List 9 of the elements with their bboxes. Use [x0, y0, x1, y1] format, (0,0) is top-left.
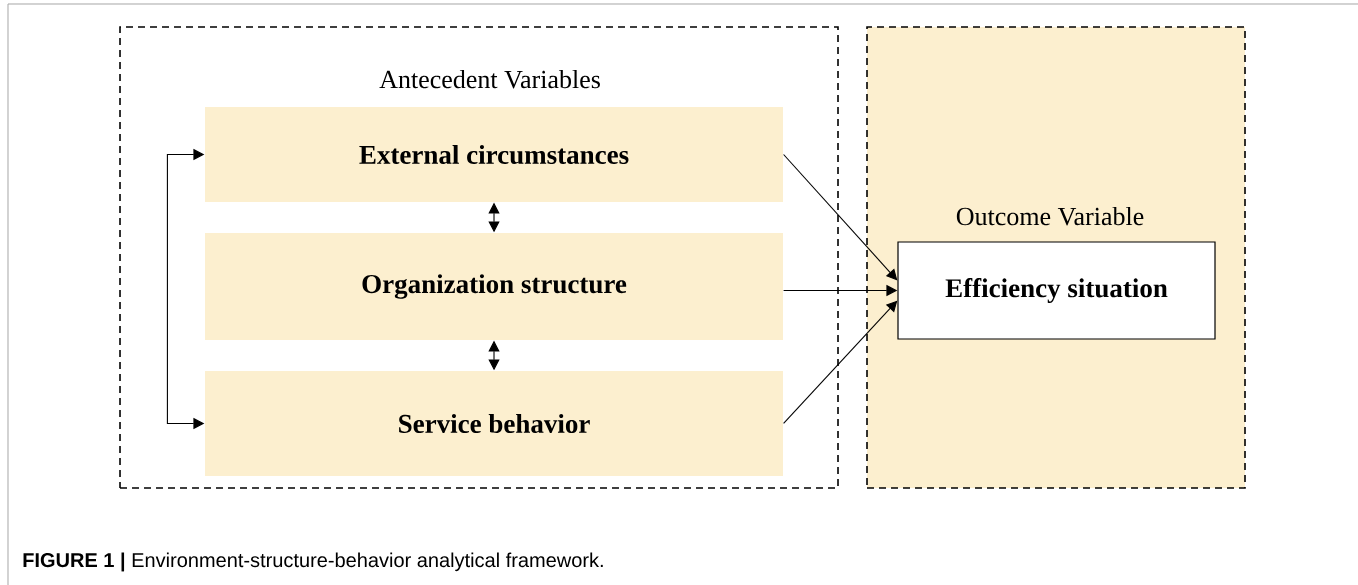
variable-box: External circumstances	[205, 107, 783, 202]
variable-box: Service behavior	[205, 371, 783, 476]
group-heading: Antecedent Variables	[379, 69, 600, 89]
figure-caption: FIGURE 1 | Environment-structure-behavior analytical framework.	[23, 552, 603, 572]
arrow	[783, 153, 898, 281]
group-heading: Outcome Variable	[956, 206, 1144, 226]
arrow	[783, 300, 898, 425]
variable-box: Organization structure	[205, 233, 783, 340]
variable-box: Efficiency situation	[897, 241, 1216, 340]
